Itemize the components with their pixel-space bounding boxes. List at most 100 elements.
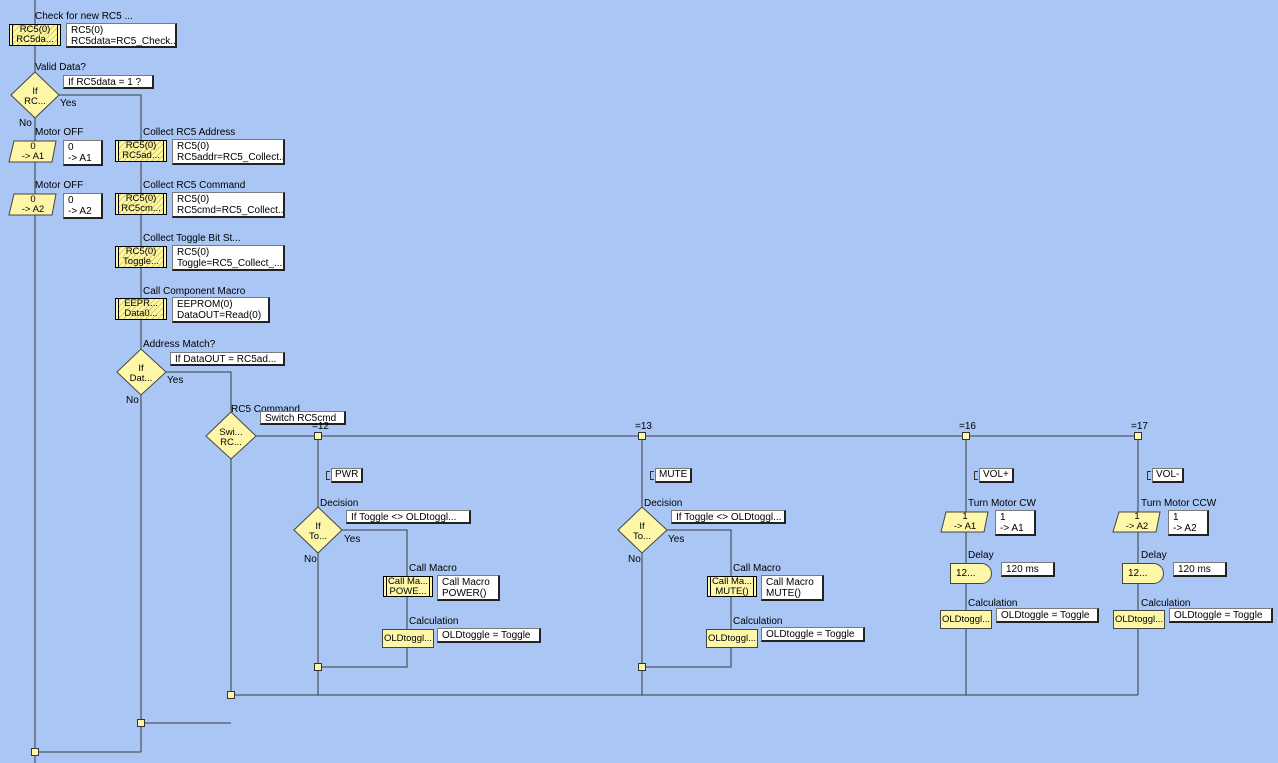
note-line-2: DataOUT=Read(0)	[177, 310, 262, 321]
case-17-label: =17	[1131, 421, 1148, 432]
icon-line-1: RC5(0)	[125, 246, 157, 257]
output-a1-off-note: 0 -> A1	[63, 140, 103, 166]
case-17-delay-label: Delay	[1141, 550, 1167, 561]
case-16-turn-label: Turn Motor CW	[968, 498, 1036, 509]
icon-line-2: MUTE()	[715, 586, 749, 597]
note-line-1: EEPROM(0)	[177, 299, 233, 310]
case-12-node	[314, 432, 322, 440]
case-16-node	[962, 432, 970, 440]
note-line-2: Toggle=RC5_Collect_...	[177, 258, 283, 269]
case-13-decision[interactable]: If To...	[622, 522, 662, 542]
note-line-1: 1	[1000, 512, 1006, 523]
case-12-no-label: No	[304, 554, 317, 565]
match-yes-label: Yes	[167, 375, 184, 386]
icon-line-1: RC5(0)	[125, 140, 157, 151]
switch-label: RC5 Command	[231, 404, 300, 415]
icon-line-1: 1	[1134, 511, 1140, 522]
case-12-macro-label: Call Macro	[409, 563, 457, 574]
case-17-delay-note: 120 ms	[1173, 562, 1227, 577]
case-13-decision-note: If Toggle <> OLDtoggl...	[671, 510, 786, 524]
switch-decision[interactable]: Swi... RC...	[211, 428, 251, 448]
case-16-output-icon[interactable]: 1 -> A1	[944, 512, 986, 532]
note-line-2: POWER()	[442, 588, 487, 599]
motor-off-1-label: Motor OFF	[35, 127, 84, 138]
output-a2-off-icon[interactable]: 0 -> A2	[12, 195, 54, 215]
case-16-calc-icon[interactable]: OLDtoggl...	[940, 610, 992, 629]
case-12-macro-note: Call Macro POWER()	[437, 575, 500, 601]
icon-line-1: 0	[30, 194, 36, 205]
output-a1-off-icon[interactable]: 0 -> A1	[12, 142, 54, 162]
case-13-no-label: No	[628, 554, 641, 565]
collect-toggle-label: Collect Toggle Bit St...	[143, 233, 241, 244]
dec-line-1: Swi...	[219, 427, 243, 438]
case-12-calc-icon[interactable]: OLDtoggl...	[382, 629, 434, 648]
case-12-label: =12	[312, 421, 329, 432]
note-line-1: RC5(0)	[177, 247, 210, 258]
address-match-label: Address Match?	[143, 339, 216, 350]
icon-line-2: RC5da...	[16, 34, 54, 45]
icon-line-2: -> A1	[21, 151, 45, 162]
case-17-node	[1134, 432, 1142, 440]
case-17-output-icon[interactable]: 1 -> A2	[1116, 512, 1158, 532]
case-17-turn-label: Turn Motor CCW	[1141, 498, 1217, 509]
case-12-tag: PWR	[325, 468, 364, 483]
case-16-label: =16	[959, 421, 976, 432]
case-16-tag: VOL+	[974, 468, 1014, 483]
case-17-calc-icon[interactable]: OLDtoggl...	[1113, 610, 1165, 629]
case-12-macro-icon[interactable]: Call Ma... POWE...	[383, 576, 433, 597]
case-13-yes-label: Yes	[668, 534, 685, 545]
dec-line-2: Dat...	[129, 373, 153, 384]
collect-address-icon[interactable]: RC5(0) RC5ad...	[115, 140, 167, 162]
collect-toggle-note: RC5(0) Toggle=RC5_Collect_...	[172, 245, 285, 271]
case-13-macro-icon[interactable]: Call Ma... MUTE()	[707, 576, 757, 597]
note-line-1: RC5(0)	[177, 141, 210, 152]
valid-data-decision[interactable]: If RC...	[15, 87, 55, 107]
case-16-delay-icon[interactable]: 12...	[950, 563, 992, 584]
collect-command-icon[interactable]: RC5(0) RC5cm...	[115, 193, 167, 215]
collect-command-note: RC5(0) RC5cmd=RC5_Collect...	[172, 192, 285, 218]
valid-no-label: No	[19, 118, 32, 129]
note-line-2: RC5cmd=RC5_Collect...	[177, 205, 285, 216]
case-12-join-node	[314, 663, 322, 671]
call-component-note: EEPROM(0) DataOUT=Read(0)	[172, 297, 270, 323]
case-17-calc-label: Calculation	[1141, 598, 1191, 609]
icon-line-2: -> A2	[1125, 521, 1149, 532]
check-rc5-label: Check for new RC5 ...	[35, 11, 133, 22]
dec-line-1: If	[138, 363, 144, 374]
case-13-macro-label: Call Macro	[733, 563, 781, 574]
case-12-decision-note: If Toggle <> OLDtoggl...	[346, 510, 471, 524]
dec-line-1: If	[32, 86, 38, 97]
icon-line-1: Call Ma...	[387, 576, 429, 587]
call-component-label: Call Component Macro	[143, 286, 246, 297]
case-17-output-note: 1 -> A2	[1168, 510, 1209, 536]
case-12-decision[interactable]: If To...	[298, 522, 338, 542]
case-13-node	[638, 432, 646, 440]
case-13-calc-icon[interactable]: OLDtoggl...	[706, 629, 758, 648]
collect-address-note: RC5(0) RC5addr=RC5_Collect...	[172, 139, 285, 165]
note-line-2: RC5addr=RC5_Collect...	[177, 152, 285, 163]
match-join-node	[137, 719, 145, 727]
icon-line-1: RC5(0)	[19, 24, 51, 35]
case-12-yes-label: Yes	[344, 534, 361, 545]
note-line-2: -> A2	[1173, 523, 1197, 534]
case-13-macro-note: Call Macro MUTE()	[761, 575, 824, 601]
case-13-tag: MUTE	[649, 468, 693, 483]
case-12-decision-label: Decision	[320, 498, 359, 509]
icon-line-1: EEPR...	[124, 298, 158, 309]
case-16-delay-label: Delay	[968, 550, 994, 561]
case-17-tag: VOL-	[1146, 468, 1185, 483]
collect-address-label: Collect RC5 Address	[143, 127, 236, 138]
check-rc5-icon[interactable]: RC5(0) RC5da...	[9, 24, 61, 46]
address-match-decision[interactable]: If Dat...	[121, 364, 161, 384]
motor-off-2-label: Motor OFF	[35, 180, 84, 191]
case-16-delay-note: 120 ms	[1001, 562, 1055, 577]
icon-line-1: Call Ma...	[711, 576, 753, 587]
case-17-delay-icon[interactable]: 12...	[1122, 563, 1164, 584]
icon-line-2: RC5ad...	[122, 150, 160, 161]
call-component-icon[interactable]: EEPR... Data0...	[115, 298, 167, 320]
icon-line-1: 0	[30, 141, 36, 152]
dec-line-2: To...	[309, 531, 327, 542]
collect-toggle-icon[interactable]: RC5(0) Toggle...	[115, 246, 167, 268]
